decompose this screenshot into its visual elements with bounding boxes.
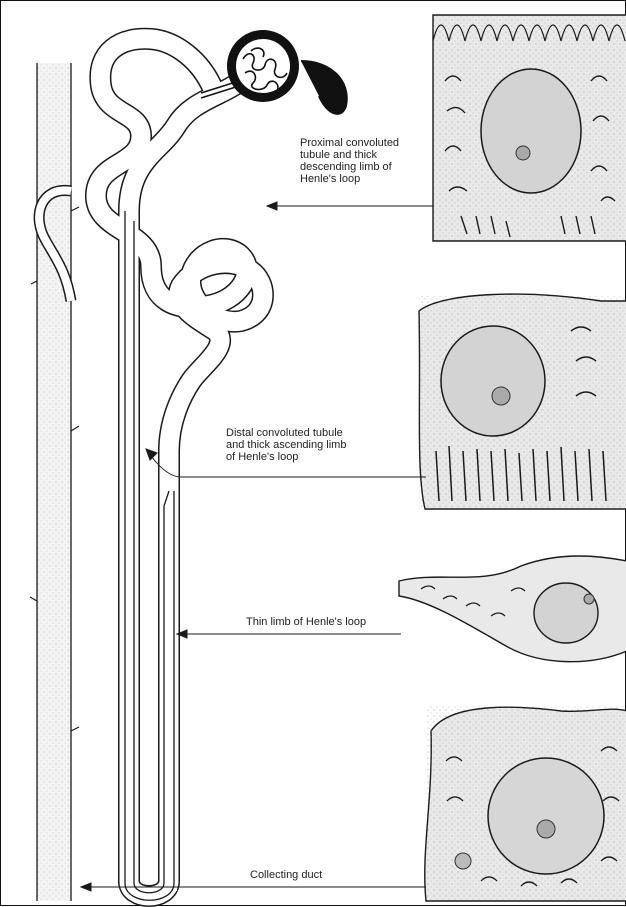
proximal-tubule-cell <box>433 15 626 241</box>
label-distal: Distal convoluted tubule and thick ascen… <box>226 427 346 463</box>
collecting-duct-cell <box>425 706 626 901</box>
label-proximal: Proximal convoluted tubule and thick des… <box>300 137 399 185</box>
nephron-tubule <box>96 39 263 900</box>
distal-tubule-cell <box>419 294 626 509</box>
label-thin-limb: Thin limb of Henle's loop <box>246 616 366 628</box>
thin-limb-cell <box>399 556 626 662</box>
label-collecting-duct: Collecting duct <box>250 869 322 881</box>
